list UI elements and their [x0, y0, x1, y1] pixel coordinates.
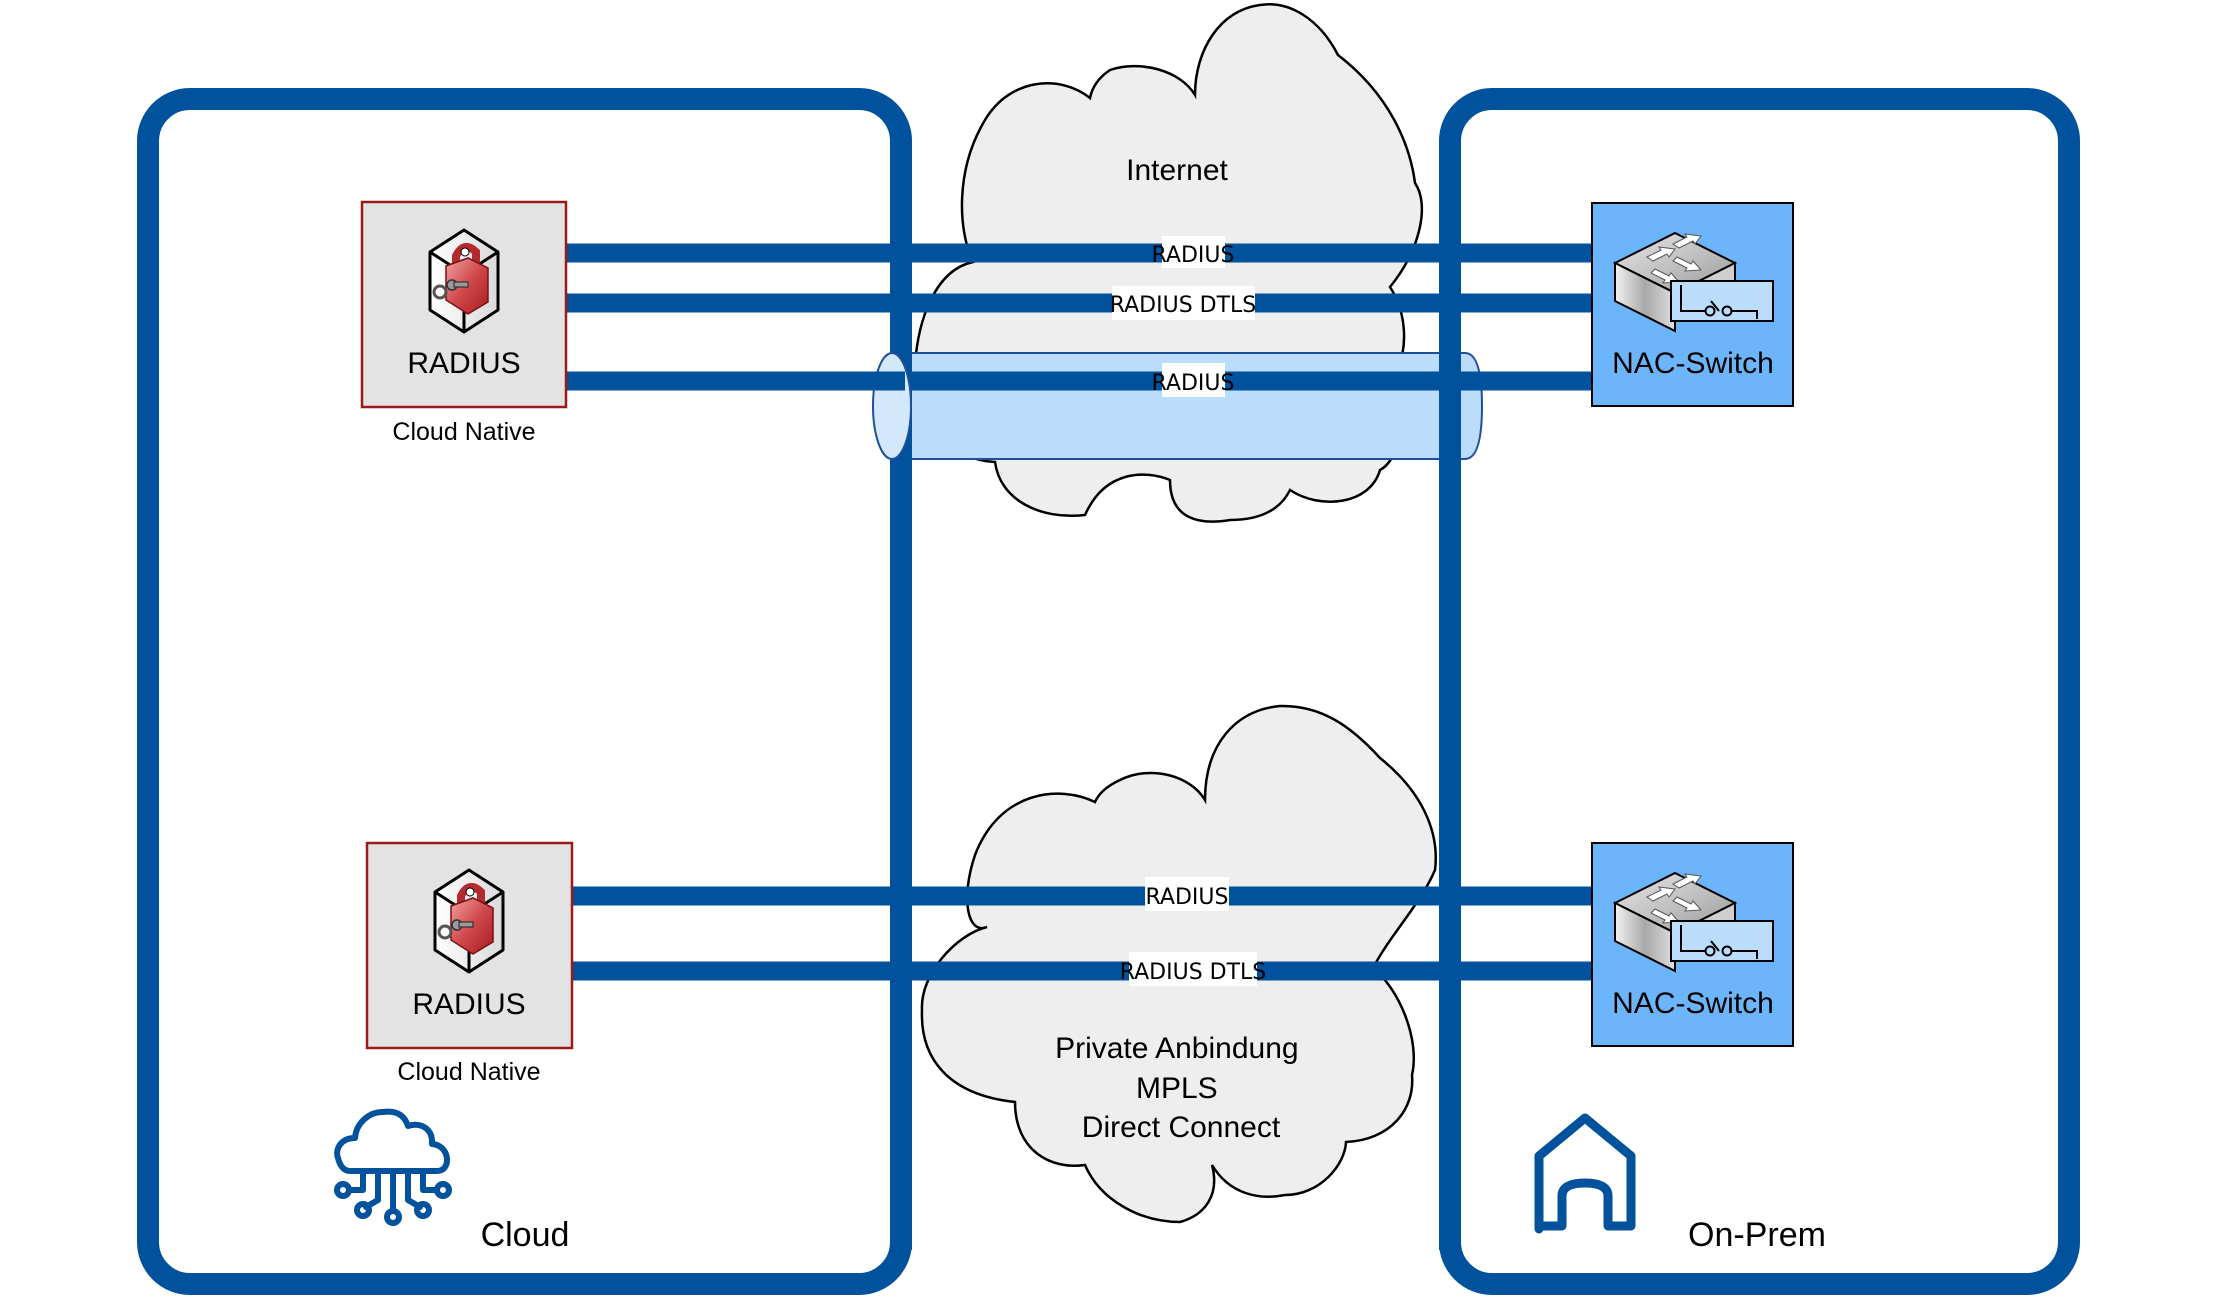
cloud-network-icon — [334, 1108, 452, 1226]
links — [555, 243, 1607, 981]
link-label-bg — [1162, 363, 1225, 397]
onprem-zone-left-edge — [1439, 140, 1461, 1250]
nac-switch-bottom[interactable]: NAC-Switch — [1591, 842, 1794, 1047]
link-label-radius-dtls-internet: RADIUS DTLS — [1110, 293, 1257, 318]
link-label-bg — [1129, 952, 1257, 986]
radius-server-top[interactable]: RADIUS Cloud Native — [360, 200, 568, 446]
cloud-zone-right-edge — [890, 140, 912, 1250]
link-label-radius-dtls-private: RADIUS DTLS — [1120, 960, 1267, 985]
radius-server-lock-icon — [430, 230, 498, 332]
private-cloud-line-1: Private Anbindung — [1055, 1032, 1299, 1065]
cloud-zone-label: Cloud — [481, 1216, 570, 1254]
private-cloud-line-3: Direct Connect — [1082, 1111, 1281, 1144]
private-cloud-line-2: MPLS — [1136, 1072, 1218, 1105]
link-label-bg — [1112, 286, 1255, 320]
link-label-bg — [1145, 877, 1229, 911]
radius-caption: Cloud Native — [392, 418, 535, 446]
link-label-radius-private: RADIUS — [1146, 885, 1229, 910]
link-labels: RADIUS RADIUS DTLS RADIUS RADIUS RADIUS … — [1110, 236, 1267, 986]
nac-switch-top[interactable]: NAC-Switch — [1591, 202, 1794, 407]
link-label-radius-tunnel: RADIUS — [1152, 371, 1235, 396]
radius-label: RADIUS — [407, 347, 520, 380]
home-icon — [1534, 1113, 1636, 1234]
private-cloud-label: Private Anbindung MPLS Direct Connect — [1055, 1032, 1307, 1144]
onprem-zone-label: On-Prem — [1688, 1216, 1826, 1254]
nac-switch-label: NAC-Switch — [1612, 987, 1774, 1020]
radius-label: RADIUS — [412, 988, 525, 1021]
tunnel-left-cap — [872, 352, 912, 460]
link-label-bg — [1162, 236, 1225, 268]
radius-server-lock-icon — [435, 870, 503, 972]
radius-caption: Cloud Native — [397, 1058, 540, 1086]
internet-label: Internet — [1126, 154, 1228, 187]
nac-switch-label: NAC-Switch — [1612, 347, 1774, 380]
link-label-radius-internet: RADIUS — [1152, 243, 1235, 268]
radius-server-bottom[interactable]: RADIUS Cloud Native — [365, 841, 574, 1086]
